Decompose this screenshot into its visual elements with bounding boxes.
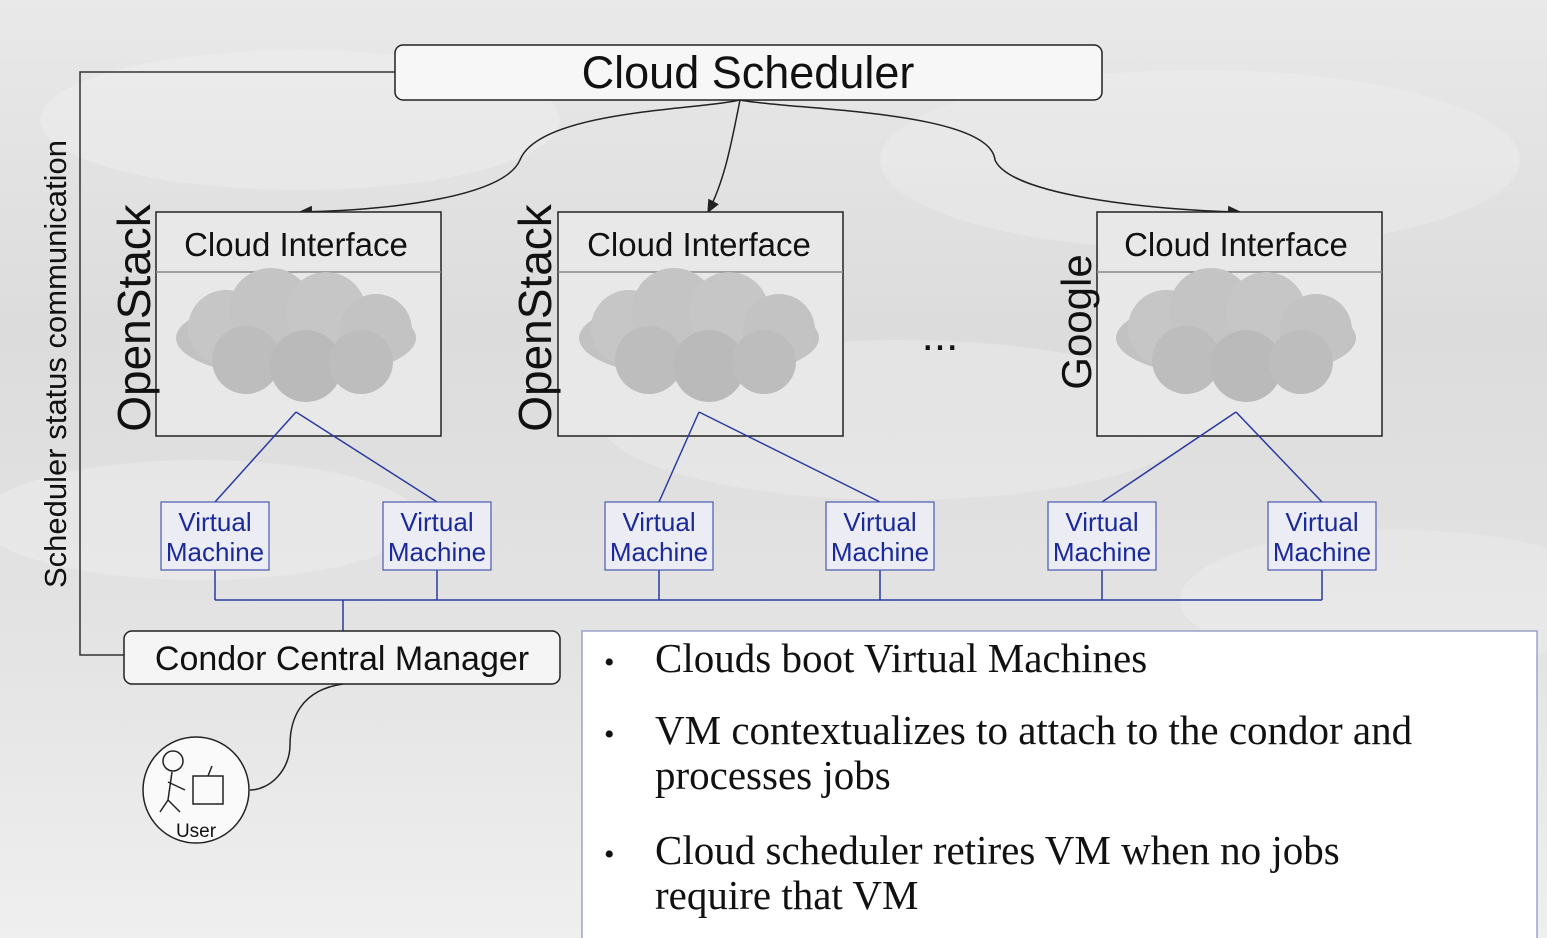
vm-label-line2: Machine [610, 537, 708, 567]
ellipsis: ... [922, 311, 959, 360]
vm-label-line1: Virtual [1285, 507, 1358, 537]
provider-label: OpenStack [509, 203, 561, 432]
cloud-panel-3: Cloud Interface Google [1053, 211, 1383, 437]
vm-label-line2: Machine [1273, 537, 1371, 567]
user-icon: User [142, 736, 250, 844]
svg-text:•: • [604, 838, 615, 871]
vm-box: Virtual Machine [825, 501, 935, 571]
vm-label-line2: Machine [831, 537, 929, 567]
provider-label: OpenStack [108, 203, 160, 432]
vm-box: Virtual Machine [604, 501, 714, 571]
vm-label-line2: Machine [388, 537, 486, 567]
bullet-text: VM contextualizes to attach to the condo… [655, 707, 1412, 753]
vm-box: Virtual Machine [382, 501, 492, 571]
bullet-text: Clouds boot Virtual Machines [655, 635, 1147, 681]
side-label: Scheduler status communication [38, 140, 73, 588]
vm-links [214, 411, 1323, 631]
vm-label-line1: Virtual [622, 507, 695, 537]
vm-label-line1: Virtual [400, 507, 473, 537]
notes-panel: • Clouds boot Virtual Machines • VM cont… [581, 630, 1538, 938]
condor-manager-box: Condor Central Manager [123, 630, 561, 685]
vm-label-line1: Virtual [843, 507, 916, 537]
manager-label: Condor Central Manager [155, 640, 529, 678]
bullet-text: processes jobs [655, 752, 891, 798]
user-link [249, 683, 344, 791]
bullet-text: require that VM [655, 872, 918, 918]
vm-label-line1: Virtual [1065, 507, 1138, 537]
vm-box: Virtual Machine [1047, 501, 1157, 571]
cloud-interface-label: Cloud Interface [1124, 226, 1348, 263]
vm-box: Virtual Machine [1267, 501, 1377, 571]
vm-label-line2: Machine [166, 537, 264, 567]
bullet-item: • VM contextualizes to attach to the con… [604, 707, 1412, 798]
status-connector [79, 71, 395, 656]
vm-box: Virtual Machine [160, 501, 270, 571]
scheduler-label: Cloud Scheduler [582, 47, 915, 98]
bullet-item: • Cloud scheduler retires VM when no job… [604, 827, 1340, 918]
provider-label: Google [1053, 254, 1100, 389]
bullet-item: • Clouds boot Virtual Machines [604, 635, 1147, 681]
svg-text:•: • [604, 646, 615, 679]
bullet-text: Cloud scheduler retires VM when no jobs [655, 827, 1340, 873]
cloud-interface-label: Cloud Interface [184, 226, 408, 263]
cloud-interface-label: Cloud Interface [587, 226, 811, 263]
cloud-scheduler-box: Cloud Scheduler [394, 44, 1103, 101]
svg-text:•: • [604, 718, 615, 751]
user-label: User [176, 821, 217, 842]
scheduler-arrows [298, 99, 1242, 218]
cloud-panel-1: Cloud Interface OpenStack [108, 203, 442, 437]
cloud-panel-2: Cloud Interface OpenStack [509, 203, 844, 437]
vm-label-line1: Virtual [178, 507, 251, 537]
vm-label-line2: Machine [1053, 537, 1151, 567]
